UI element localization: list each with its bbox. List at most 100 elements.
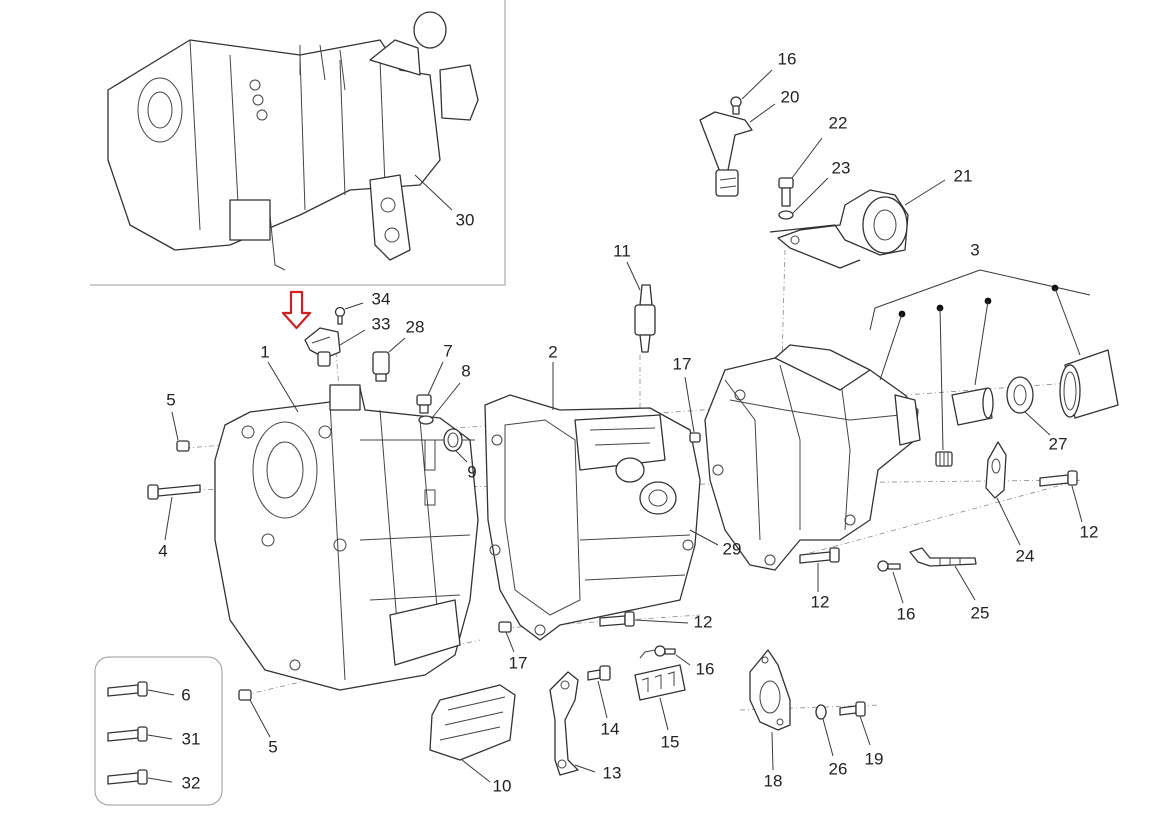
- leader-5a: [171, 411, 179, 441]
- part-11-switch[interactable]: [634, 284, 656, 353]
- down-arrow-icon: [281, 290, 312, 330]
- part-3-rear-housing[interactable]: [704, 344, 921, 571]
- part-2-intermediate-housing[interactable]: [484, 394, 701, 641]
- callout-16a[interactable]: 16: [778, 49, 797, 68]
- callout-28[interactable]: 28: [406, 317, 425, 336]
- callout-12a[interactable]: 12: [694, 612, 713, 631]
- callout-16b[interactable]: 16: [696, 659, 715, 678]
- part-20-speed-sensor[interactable]: [699, 111, 753, 197]
- callout-7[interactable]: 7: [443, 341, 452, 360]
- leader-7: [427, 361, 444, 396]
- leader-8: [431, 382, 461, 419]
- part-15-connector[interactable]: [634, 649, 686, 701]
- part-31-bolt[interactable]: [107, 726, 148, 742]
- part-3-sleeve[interactable]: [1059, 349, 1119, 419]
- part-34-screw[interactable]: [334, 306, 346, 325]
- callout-12c[interactable]: 12: [1080, 522, 1099, 541]
- callout-17a[interactable]: 17: [673, 354, 692, 373]
- part-14-bolt[interactable]: [587, 665, 611, 681]
- part-5-dowel-lower[interactable]: [238, 689, 252, 701]
- part-5-dowel-upper[interactable]: [176, 440, 190, 452]
- callout-20[interactable]: 20: [781, 87, 800, 106]
- leader-26: [822, 718, 834, 757]
- callout-14[interactable]: 14: [601, 719, 620, 738]
- callout-30[interactable]: 30: [456, 210, 475, 229]
- leader-29: [689, 529, 719, 546]
- callout-8[interactable]: 8: [461, 361, 470, 380]
- callout-1[interactable]: 1: [260, 342, 269, 361]
- leader-9: [455, 450, 468, 463]
- callout-25[interactable]: 25: [971, 603, 990, 622]
- part-17-dowel-lower[interactable]: [498, 621, 512, 633]
- part-12-bolt-right[interactable]: [1039, 470, 1078, 487]
- callout-4[interactable]: 4: [158, 541, 167, 560]
- part-24-cover-plate[interactable]: [985, 441, 1007, 499]
- part-18-flange-gasket[interactable]: [749, 649, 791, 731]
- callout-13[interactable]: 13: [603, 763, 622, 782]
- leader-28: [388, 337, 406, 353]
- part-21-engine-mount[interactable]: [769, 189, 909, 269]
- callout-24[interactable]: 24: [1016, 546, 1035, 565]
- callout-27[interactable]: 27: [1049, 434, 1068, 453]
- part-19-bolt[interactable]: [839, 701, 866, 717]
- part-13-lever[interactable]: [549, 671, 579, 776]
- callout-22[interactable]: 22: [829, 113, 848, 132]
- part-16-screw-top[interactable]: [730, 96, 742, 115]
- part-6-bolt[interactable]: [107, 681, 148, 697]
- part-12-bolt-lower[interactable]: [599, 611, 635, 627]
- callout-29[interactable]: 29: [723, 539, 742, 558]
- part-25-breather-pipe[interactable]: [909, 547, 977, 567]
- callout-21[interactable]: 21: [954, 166, 973, 185]
- callout-26[interactable]: 26: [829, 759, 848, 778]
- callout-12b[interactable]: 12: [811, 592, 830, 611]
- callout-16c[interactable]: 16: [897, 604, 916, 623]
- leader-10: [461, 759, 491, 783]
- part-16-screw-lower[interactable]: [877, 560, 901, 572]
- inset-frame: [90, 0, 506, 286]
- leader-24: [996, 497, 1021, 546]
- part-33-sensor[interactable]: [304, 327, 341, 367]
- part-4-long-bolt[interactable]: [147, 484, 201, 500]
- part-7-plug-bolt[interactable]: [416, 394, 432, 414]
- part-3-bushing[interactable]: [951, 387, 994, 426]
- part-28-cap[interactable]: [372, 351, 390, 382]
- callout-17b[interactable]: 17: [509, 653, 528, 672]
- callout-18[interactable]: 18: [764, 771, 783, 790]
- leader-16a: [741, 69, 773, 100]
- part-12-bolt-middle[interactable]: [799, 547, 840, 564]
- part-17-dowel-upper[interactable]: [689, 432, 701, 443]
- callout-19[interactable]: 19: [865, 749, 884, 768]
- leader-12a: [634, 619, 689, 624]
- callout-33[interactable]: 33: [372, 314, 391, 333]
- callout-32[interactable]: 32: [182, 773, 201, 792]
- part-23-washer[interactable]: [778, 210, 794, 220]
- callout-34[interactable]: 34: [372, 289, 391, 308]
- callout-5a[interactable]: 5: [166, 390, 175, 409]
- callout-15[interactable]: 15: [661, 732, 680, 751]
- callout-5b[interactable]: 5: [268, 737, 277, 756]
- part-8-washer[interactable]: [418, 415, 434, 425]
- callout-2[interactable]: 2: [548, 342, 557, 361]
- leader-3-bracket: [869, 269, 1091, 331]
- callout-11[interactable]: 11: [613, 241, 631, 260]
- callout-3[interactable]: 3: [970, 240, 979, 259]
- callout-31[interactable]: 31: [182, 729, 201, 748]
- part-22-bolt[interactable]: [778, 177, 794, 207]
- part-9-o-ring[interactable]: [443, 428, 463, 452]
- part-1-clutch-housing[interactable]: [214, 384, 479, 691]
- leader-30: [414, 174, 453, 211]
- part-32-bolt[interactable]: [107, 769, 148, 785]
- part-10-cover[interactable]: [429, 684, 516, 761]
- part-26-washer[interactable]: [815, 704, 827, 720]
- part-3-needle-bearing[interactable]: [935, 451, 953, 467]
- callout-6[interactable]: 6: [181, 685, 190, 704]
- callout-23[interactable]: 23: [832, 158, 851, 177]
- part-16-screw-middle[interactable]: [654, 645, 676, 657]
- part-30-assembled-gearbox[interactable]: [107, 11, 479, 271]
- leader-5b: [249, 699, 271, 738]
- leader-18: [771, 731, 774, 771]
- part-27-seal-ring[interactable]: [1006, 376, 1034, 414]
- callout-10[interactable]: 10: [493, 776, 512, 795]
- inset-assembled-gearbox: 30: [90, 0, 506, 286]
- callout-9[interactable]: 9: [467, 462, 476, 481]
